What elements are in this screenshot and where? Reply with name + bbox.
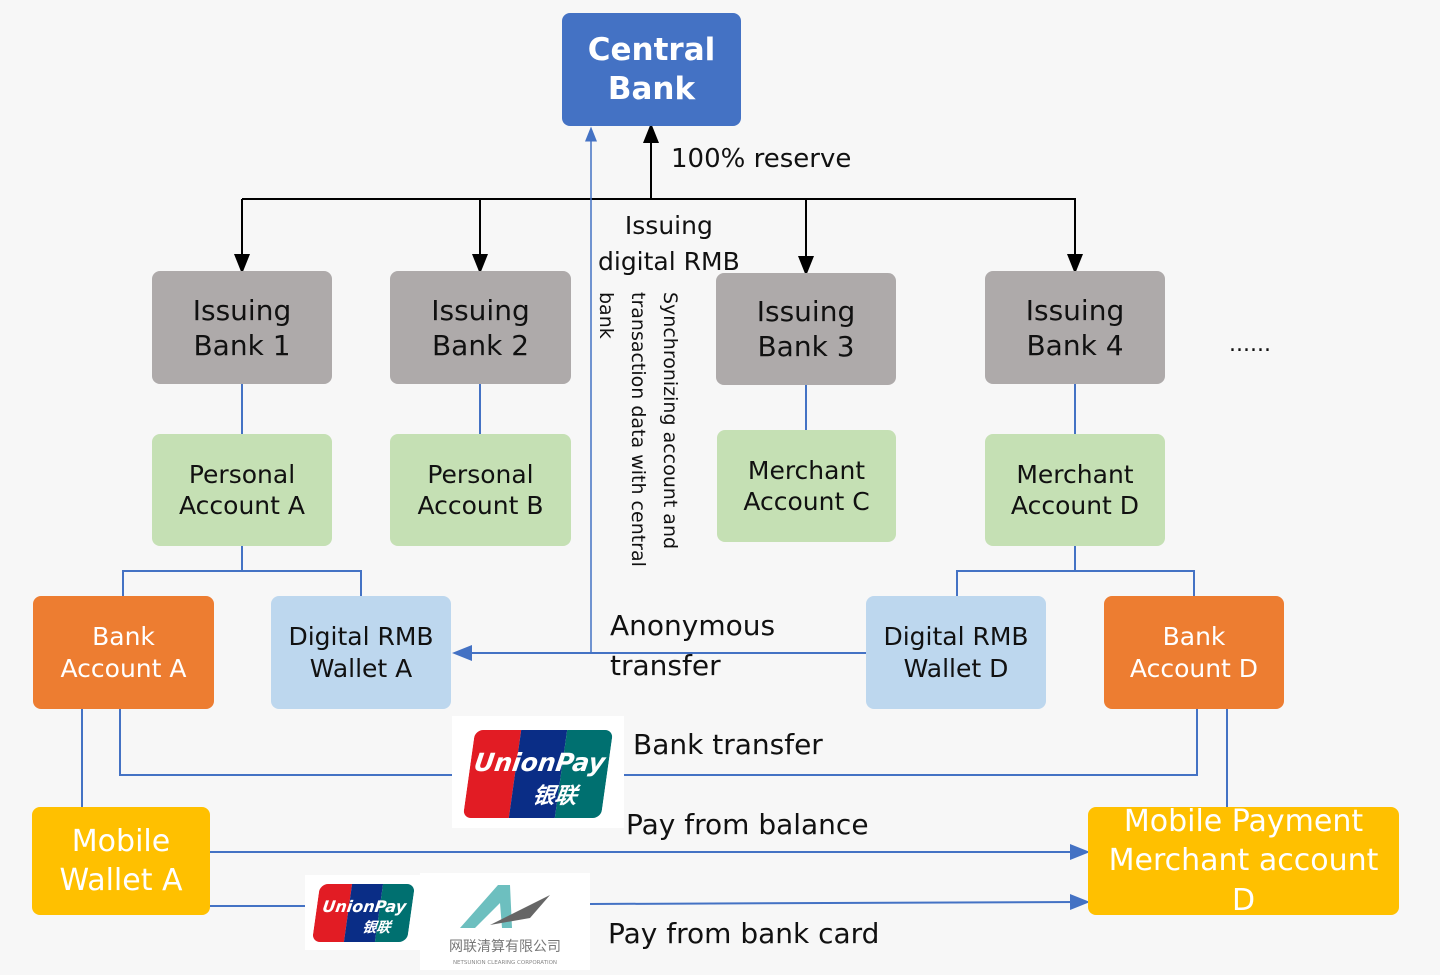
digital-wallet-d-node: Digital RMB Wallet D bbox=[866, 596, 1046, 709]
pay-from-balance-label: Pay from balance bbox=[626, 808, 869, 841]
bank-account-d-node: Bank Account D bbox=[1104, 596, 1284, 709]
account-lines bbox=[81, 126, 1228, 911]
issuing-bank-4-node: Issuing Bank 4 bbox=[985, 271, 1165, 384]
anonymous-transfer-label: Anonymous transfer bbox=[610, 609, 776, 682]
merchant-account-c-node: Merchant Account C bbox=[717, 430, 896, 542]
sync-label: Synchronizing account and transaction da… bbox=[595, 292, 681, 567]
reserve-label: 100% reserve bbox=[671, 144, 852, 174]
personal-account-b-node: Personal Account B bbox=[390, 434, 571, 546]
digital-wallet-a-node: Digital RMB Wallet A bbox=[271, 596, 451, 709]
more-banks-ellipsis: ...... bbox=[1229, 332, 1271, 357]
pay-from-bank-card-label: Pay from bank card bbox=[608, 917, 880, 950]
issuance-lines bbox=[234, 123, 1083, 276]
unionpay-logo-small: UnionPay 银联 bbox=[305, 875, 420, 950]
merchant-account-d-node: Merchant Account D bbox=[985, 434, 1165, 546]
svg-text:网联清算有限公司: 网联清算有限公司 bbox=[449, 939, 561, 955]
bank-transfer-label: Bank transfer bbox=[633, 728, 823, 761]
issuing-bank-1-node: Issuing Bank 1 bbox=[152, 271, 332, 384]
netsunion-mark-icon: 网联清算有限公司 NETSUNION CLEARING CORPORATION bbox=[449, 885, 561, 966]
issuing-label: Issuing digital RMB bbox=[598, 211, 740, 276]
netsunion-logo: 网联清算有限公司 NETSUNION CLEARING CORPORATION bbox=[420, 873, 590, 970]
issuing-bank-2-node: Issuing Bank 2 bbox=[390, 271, 571, 384]
bank-account-a-node: Bank Account A bbox=[33, 596, 214, 709]
personal-account-a-node: Personal Account A bbox=[152, 434, 332, 546]
issuing-bank-3-node: Issuing Bank 3 bbox=[716, 273, 896, 385]
central-bank-node: Central Bank bbox=[562, 13, 741, 126]
unionpay-logo-large: UnionPay 银联 bbox=[452, 716, 624, 828]
svg-text:NETSUNION CLEARING CORPORATION: NETSUNION CLEARING CORPORATION bbox=[453, 960, 557, 966]
mobile-wallet-a-node: Mobile Wallet A bbox=[32, 807, 210, 915]
mobile-merchant-d-node: Mobile Payment Merchant account D bbox=[1088, 804, 1399, 918]
